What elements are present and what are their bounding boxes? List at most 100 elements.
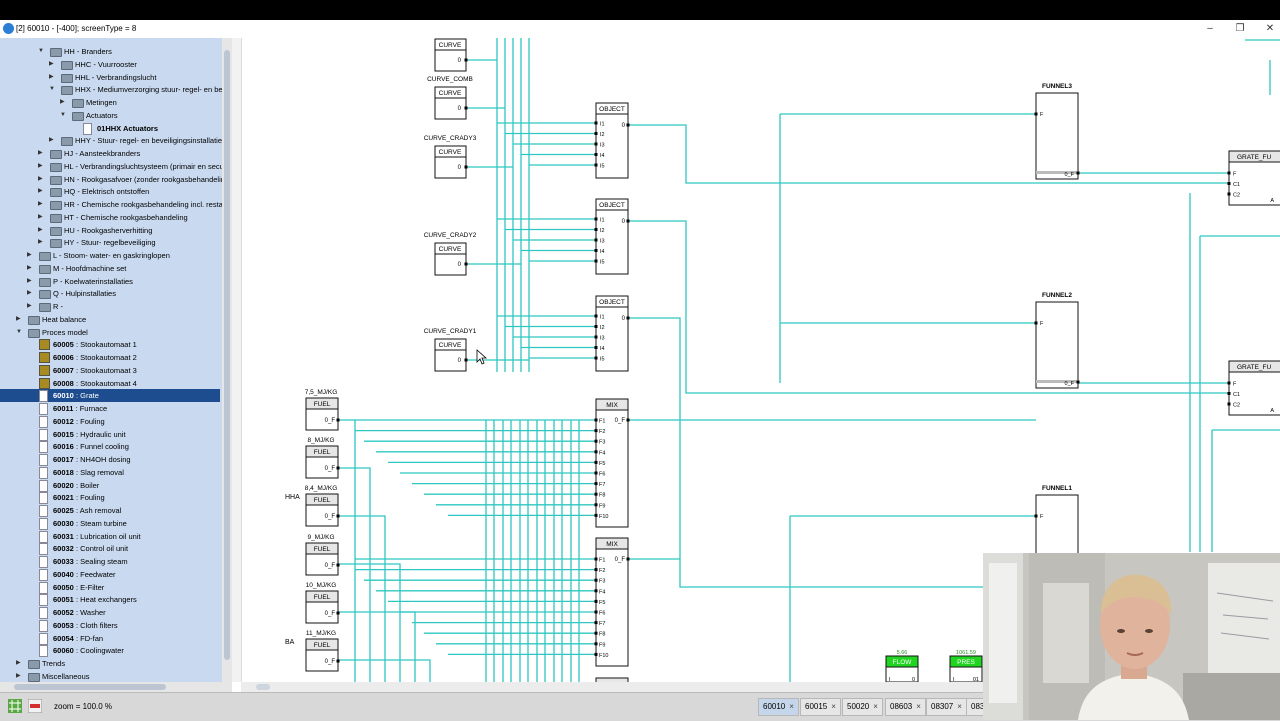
tree-vertical-scroll-thumb[interactable]: [224, 50, 230, 660]
page-icon: [39, 594, 48, 607]
fuel-block-title: FUEL: [314, 546, 331, 553]
screen-tab[interactable]: 60010×: [758, 698, 799, 716]
expand-arrow-icon[interactable]: ▶: [60, 99, 65, 105]
curve-block[interactable]: [434, 242, 467, 276]
object-block[interactable]: [595, 102, 629, 179]
close-tab-icon[interactable]: ×: [873, 702, 878, 711]
expand-arrow-icon[interactable]: ▶: [49, 137, 54, 144]
tree-item-label: HJ - Aansteekbranders: [64, 149, 141, 158]
stop-icon[interactable]: [28, 699, 42, 713]
port-pin: [594, 249, 598, 252]
indicator-output-label: 01: [973, 677, 979, 682]
port-pin: [594, 471, 598, 475]
expand-arrow-icon[interactable]: ▶: [38, 188, 43, 195]
close-button[interactable]: ✕: [1265, 23, 1275, 34]
expand-arrow-icon[interactable]: ▶: [27, 290, 32, 297]
mouse-cursor-icon: [476, 349, 488, 365]
funnel-block[interactable]: [1035, 494, 1079, 556]
curve-block[interactable]: [434, 38, 467, 72]
expand-arrow-icon[interactable]: ▶: [49, 60, 54, 67]
close-tab-icon[interactable]: ×: [957, 702, 962, 711]
screen-tab[interactable]: 60015×: [800, 698, 841, 716]
expand-arrow-icon[interactable]: ▶: [38, 239, 43, 246]
tree-item-code: 60053: [53, 620, 74, 630]
funnel-block[interactable]: [1035, 301, 1079, 389]
collapse-arrow-icon[interactable]: ▼: [60, 111, 66, 118]
curve-block[interactable]: [434, 338, 467, 372]
presenter-video-image: [983, 553, 1280, 720]
screen-tab-label: 60015: [805, 702, 828, 711]
tree-item-label: 60060 : Coolingwater: [53, 644, 124, 657]
funnel-input-label: F: [1040, 112, 1044, 118]
expand-arrow-icon[interactable]: ▶: [16, 660, 21, 666]
app-icon: [3, 23, 14, 34]
object-block-title: OBJECT: [599, 299, 625, 306]
canvas-horizontal-scrollbar[interactable]: [241, 682, 1280, 692]
expand-arrow-icon[interactable]: ▶: [38, 201, 43, 207]
curve-block-title: CURVE: [439, 90, 462, 97]
tree-item-code: 60012: [53, 416, 74, 426]
expand-arrow-icon[interactable]: ▶: [27, 264, 32, 271]
expand-arrow-icon[interactable]: ▶: [38, 175, 43, 182]
expand-arrow-icon[interactable]: ▶: [38, 213, 43, 220]
port-pin: [1227, 381, 1231, 385]
close-tab-icon[interactable]: ×: [916, 702, 921, 711]
expand-arrow-icon[interactable]: ▶: [16, 315, 21, 322]
connection-line: [628, 124, 1229, 184]
expand-arrow-icon[interactable]: ▶: [38, 226, 43, 233]
folder-icon: [61, 86, 73, 96]
mix-input-label: F3: [599, 440, 605, 446]
fuel-block-header: [305, 397, 339, 410]
collapse-arrow-icon[interactable]: ▼: [38, 48, 44, 54]
tree-item-text: : Cloth filters: [73, 620, 118, 630]
screen-tab[interactable]: 08603×: [885, 698, 926, 716]
mix-block[interactable]: [595, 537, 629, 667]
funnel-block[interactable]: [1035, 92, 1079, 180]
maximize-button[interactable]: ❐: [1235, 23, 1245, 34]
tree-item-code: 60008: [53, 378, 74, 388]
expand-arrow-icon[interactable]: ▶: [27, 277, 32, 284]
curve-block[interactable]: [434, 145, 467, 179]
object-input-label: I1: [600, 218, 605, 224]
grate-block-title: GRATE_FU: [1237, 364, 1271, 371]
fuel-name-label: 11_MJ/KG: [306, 630, 336, 637]
curve-block[interactable]: [434, 86, 467, 120]
expand-arrow-icon[interactable]: ▶: [38, 150, 43, 156]
collapse-arrow-icon[interactable]: ▼: [16, 328, 22, 335]
expand-arrow-icon[interactable]: ▶: [16, 672, 21, 679]
screen-tab[interactable]: 50020×: [842, 698, 883, 716]
fuel-side-label: HHA: [285, 494, 300, 501]
disabled-x-icon: [39, 377, 50, 389]
close-tab-icon[interactable]: ×: [831, 702, 836, 711]
close-tab-icon[interactable]: ×: [789, 702, 794, 711]
expand-arrow-icon[interactable]: ▶: [27, 252, 32, 258]
grid-icon[interactable]: [8, 699, 22, 713]
collapse-arrow-icon[interactable]: ▼: [49, 86, 55, 93]
minimize-button[interactable]: –: [1207, 23, 1213, 34]
port-pin: [1034, 112, 1038, 116]
mix-block-header: [595, 537, 629, 550]
process-diagram[interactable]: CURVE0CURVE_COMBCURVE0CURVE_CRADY3CURVE0…: [232, 38, 1280, 685]
expand-arrow-icon[interactable]: ▶: [38, 162, 43, 169]
canvas-horizontal-scroll-thumb[interactable]: [256, 684, 270, 690]
expand-arrow-icon[interactable]: ▶: [49, 73, 54, 80]
mix-input-label: F6: [599, 472, 605, 478]
screen-tab[interactable]: 08307×: [926, 698, 967, 716]
tree-item-label: HQ - Elektrisch ontstoffen: [64, 187, 150, 197]
tree-item-label: 60011 : Furnace: [53, 402, 107, 415]
tree-item-code: 60016: [53, 442, 74, 452]
tree-item-label: 60021 : Fouling: [53, 491, 105, 504]
tree-item-label: 60032 : Control oil unit: [53, 542, 128, 555]
tree-item[interactable]: 60010 : Grate: [0, 389, 220, 403]
page-icon: [39, 479, 48, 492]
object-block[interactable]: [595, 295, 629, 372]
mix-block-header: [595, 398, 629, 411]
tree-item-code: 60050: [53, 582, 74, 592]
tree-item-text: : Lubrication oil unit: [73, 531, 141, 541]
screen-top-bar: [0, 0, 1280, 20]
tree-horizontal-scroll-thumb[interactable]: [14, 684, 166, 690]
expand-arrow-icon[interactable]: ▶: [27, 303, 32, 309]
page-icon: [39, 441, 48, 454]
port-pin: [594, 642, 598, 646]
tree-item-label: 60052 : Washer: [53, 606, 106, 619]
